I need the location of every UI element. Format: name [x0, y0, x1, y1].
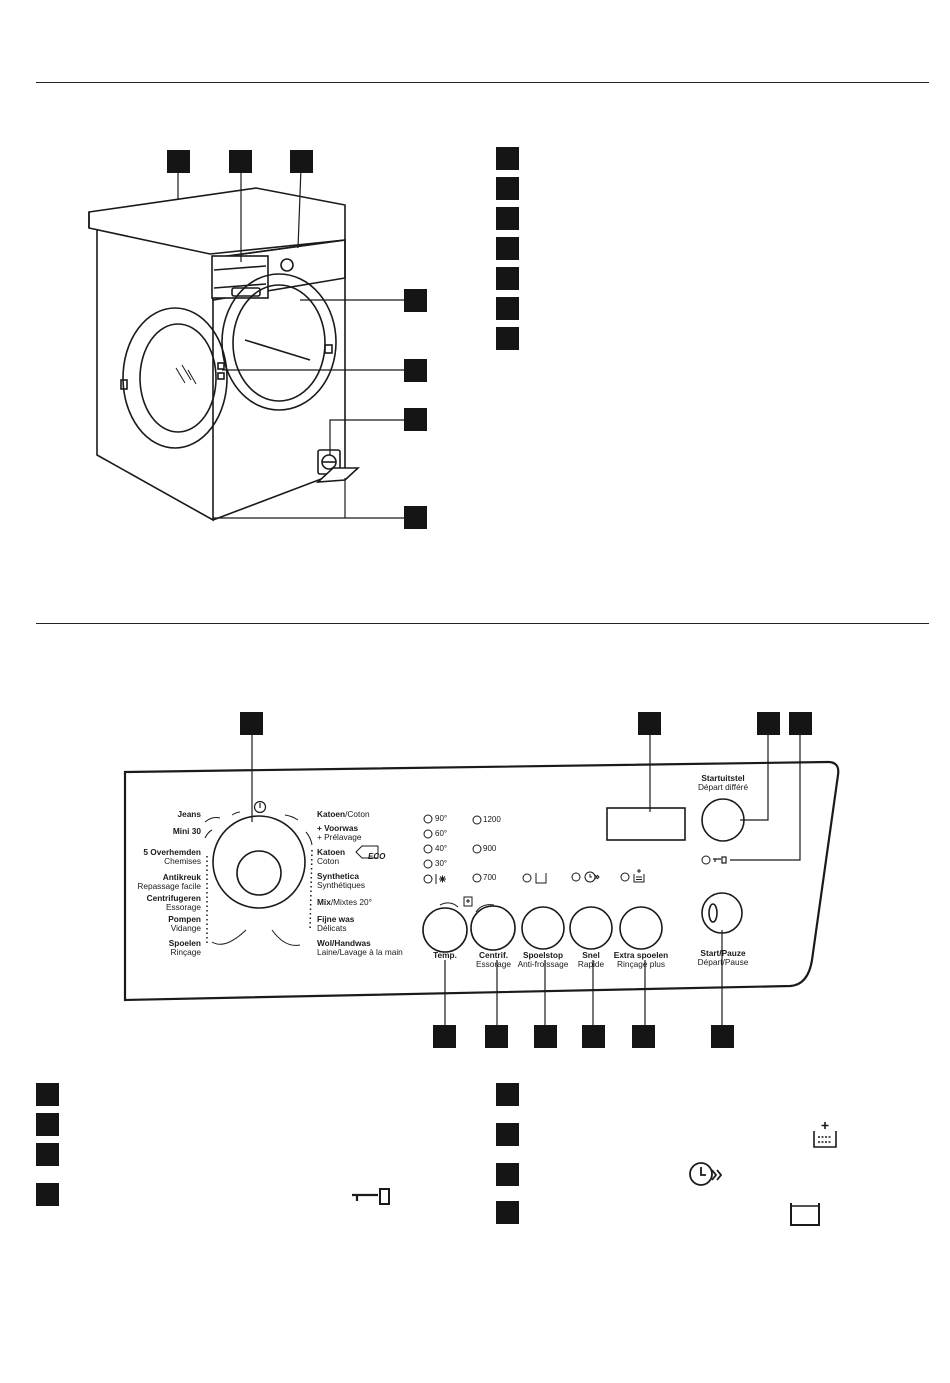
extra-rinse-icon	[633, 869, 645, 883]
program-label: Mini 30	[172, 826, 201, 836]
callout-box	[404, 359, 427, 382]
legend-box	[36, 1083, 59, 1106]
middle-divider	[36, 623, 929, 624]
legend-box	[496, 1163, 519, 1186]
washing-machine-illustration	[88, 167, 404, 522]
callout-box	[711, 1025, 734, 1048]
callout-box	[404, 408, 427, 431]
legend-box	[496, 1083, 519, 1106]
callout-box	[290, 150, 313, 173]
callout-box	[240, 712, 263, 735]
key-lock-icon	[713, 856, 727, 864]
callout-box	[167, 150, 190, 173]
callout-box	[433, 1025, 456, 1048]
temp-30: 30°	[435, 859, 448, 868]
program-label: + Voorwas+ Prélavage	[317, 823, 362, 843]
rinse-hold-icon	[535, 873, 547, 884]
legend-box	[496, 327, 519, 350]
legend-box	[496, 297, 519, 320]
top-divider	[36, 82, 929, 83]
program-label: Jeans	[177, 809, 201, 819]
temp-90: 90°	[435, 814, 448, 823]
speed-900: 900	[483, 844, 497, 853]
legend-box	[496, 1123, 519, 1146]
legend-box	[36, 1113, 59, 1136]
legend-box	[496, 1201, 519, 1224]
quick-icon	[584, 871, 600, 883]
rinse-hold-icon	[790, 1203, 820, 1226]
legend-box	[496, 237, 519, 260]
callout-box	[638, 712, 661, 735]
legend-box	[496, 177, 519, 200]
callout-box	[757, 712, 780, 735]
callout-box	[485, 1025, 508, 1048]
spin-button-label: Centrif.Essorage	[475, 950, 512, 970]
extra-rinse-icon	[813, 1122, 837, 1148]
program-label: Katoen/Coton	[317, 809, 370, 819]
callout-box	[404, 289, 427, 312]
legend-box	[36, 1183, 59, 1206]
temp-40: 40°	[435, 844, 448, 853]
legend-box	[496, 207, 519, 230]
callout-box	[582, 1025, 605, 1048]
speed-1200: 1200	[483, 815, 501, 824]
callout-box	[534, 1025, 557, 1048]
program-label: Mix/Mixtes 20°	[317, 897, 372, 907]
eco-badge: ECO	[368, 852, 386, 861]
callout-box	[789, 712, 812, 735]
temp-60: 60°	[435, 829, 448, 838]
power-icon	[253, 800, 267, 814]
key-lock-icon	[352, 1188, 390, 1205]
callout-box	[404, 506, 427, 529]
callout-box	[229, 150, 252, 173]
spin-icon	[463, 896, 473, 907]
speed-700: 700	[483, 873, 497, 882]
snowflake-icon	[435, 874, 446, 884]
temp-button-label: Temp.	[433, 950, 457, 960]
legend-box	[496, 147, 519, 170]
quick-icon	[689, 1162, 722, 1186]
legend-box	[496, 267, 519, 290]
callout-box	[632, 1025, 655, 1048]
legend-box	[36, 1143, 59, 1166]
